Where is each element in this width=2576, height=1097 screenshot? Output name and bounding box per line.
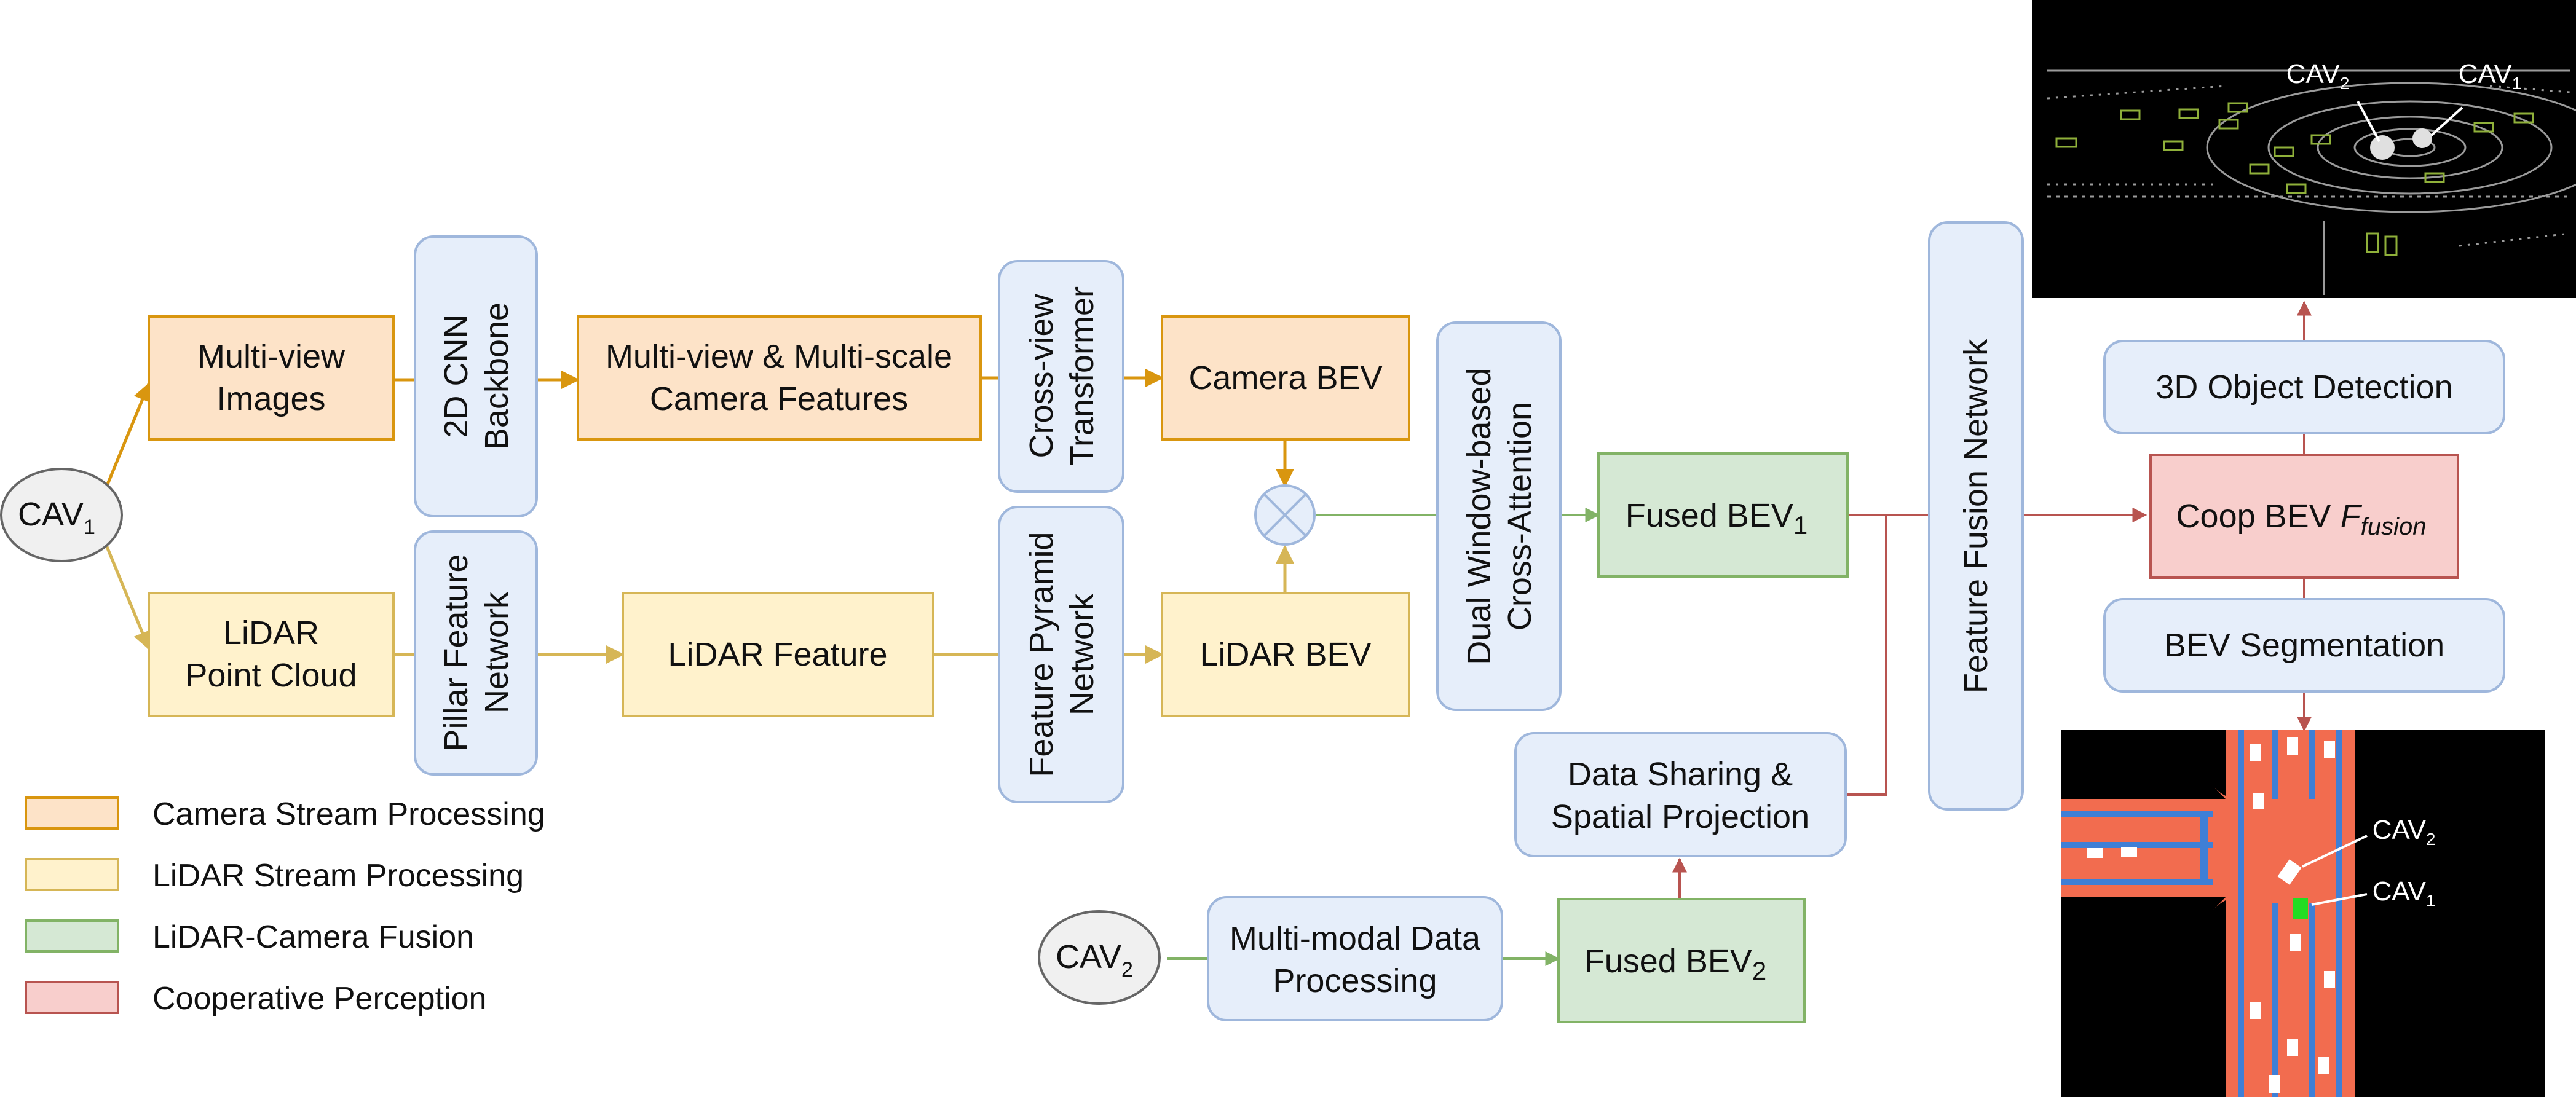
- multiview-images-line2: Images: [216, 380, 325, 417]
- vehicle-masks: [2087, 737, 2335, 1093]
- cross-view-transformer-line2: Transformer: [1064, 286, 1100, 466]
- multiview-images-line1: Multi-view: [197, 338, 346, 375]
- detection-result-image: CAV2 CAV1: [2032, 0, 2576, 298]
- cav1-source-shape: [0, 468, 123, 562]
- object-detection-box: 3D Object Detection: [2103, 340, 2505, 434]
- legend-swatch-camera: [25, 796, 119, 830]
- cav1-mask: [2293, 898, 2308, 919]
- feature-fusion-network-label: Feature Fusion Network: [1958, 339, 1994, 693]
- legend-label-coop: Cooperative Perception: [152, 981, 486, 1016]
- lidar-point-cloud-box: LiDAR Point Cloud: [148, 592, 395, 717]
- cross-view-transformer-line1: Cross-view: [1023, 293, 1060, 458]
- fused-bev2-label: Fused BEV2: [1584, 943, 1767, 985]
- cnn-backbone-line1: 2D CNN: [438, 314, 475, 438]
- legend-swatch-fusion: [25, 919, 119, 953]
- coop-bev-box: Coop BEV Ffusion: [2149, 454, 2459, 579]
- camera-features-box: Multi-view & Multi-scale Camera Features: [577, 315, 982, 441]
- feature-fusion-network-box: Feature Fusion Network: [1928, 221, 2024, 811]
- lidar-point-cloud-line2: Point Cloud: [185, 657, 357, 694]
- cav2-source: CAV2: [1038, 910, 1161, 1005]
- line-data-sharing-to-fusion: [1846, 515, 1887, 796]
- legend-item-coop: Cooperative Perception: [25, 981, 486, 1016]
- camera-bev-box: Camera BEV: [1161, 315, 1410, 441]
- cav2-source-shape: [1038, 910, 1161, 1005]
- multimodal-processing-line1: Multi-modal Data: [1230, 920, 1481, 957]
- legend-swatch-lidar: [25, 858, 119, 891]
- cav1-source-label: CAV1: [18, 496, 95, 539]
- segmentation-result-image: CAV2 CAV1: [2061, 730, 2545, 1097]
- cnn-backbone-box: 2D CNN Backbone: [414, 235, 538, 517]
- coop-bev-label: Coop BEV Ffusion: [2176, 498, 2427, 540]
- multimodal-processing-box: Multi-modal Data Processing: [1207, 896, 1503, 1021]
- cav2-source-label: CAV2: [1056, 938, 1133, 981]
- point-cloud-scan: [2047, 69, 2576, 295]
- pillar-feature-network-line2: Network: [478, 591, 515, 714]
- lidar-point-cloud-line1: LiDAR: [223, 615, 319, 651]
- lidar-bev-label: LiDAR BEV: [1199, 636, 1371, 673]
- segmentation-cav2-label: CAV2: [2373, 815, 2436, 849]
- bev-segmentation-label: BEV Segmentation: [2164, 627, 2444, 664]
- arrow-cav1-to-pointcloud: [104, 543, 151, 650]
- pillar-feature-network-box: Pillar Feature Network: [414, 530, 538, 776]
- road-corner: [2213, 787, 2238, 910]
- lane-markings: [2061, 730, 2342, 1097]
- segmentation-cav1-label: CAV1: [2373, 876, 2436, 910]
- data-sharing-line1: Data Sharing &: [1568, 756, 1793, 793]
- cav-vehicles: [2357, 101, 2463, 160]
- cross-view-transformer-box: Cross-view Transformer: [998, 260, 1124, 493]
- cav1-source: CAV1: [0, 468, 123, 562]
- object-detection-label: 3D Object Detection: [2155, 369, 2452, 406]
- legend-item-fusion: LiDAR-Camera Fusion: [25, 919, 474, 955]
- legend-swatch-coop: [25, 981, 119, 1014]
- feature-pyramid-network-line1: Feature Pyramid: [1023, 532, 1060, 777]
- data-sharing-box: Data Sharing & Spatial Projection: [1514, 732, 1847, 857]
- fused-bev1-box: Fused BEV1: [1597, 452, 1849, 578]
- camera-features-line2: Camera Features: [650, 380, 908, 417]
- detection-cav2-label: CAV2: [2286, 59, 2350, 93]
- cav2-mask: [2277, 859, 2302, 885]
- legend-item-camera: Camera Stream Processing: [25, 796, 545, 832]
- legend-label-camera: Camera Stream Processing: [152, 796, 545, 832]
- legend: Camera Stream Processing LiDAR Stream Pr…: [25, 796, 545, 1016]
- lidar-feature-label: LiDAR Feature: [668, 636, 887, 673]
- fused-bev1-label: Fused BEV1: [1626, 497, 1808, 540]
- multiply-icon: [1263, 493, 1307, 537]
- cnn-backbone-line2: Backbone: [478, 302, 515, 450]
- arrow-cav1-to-images: [104, 382, 151, 489]
- dual-window-attention-box: Dual Window-based Cross-Attention: [1436, 321, 1562, 711]
- lidar-feature-box: LiDAR Feature: [622, 592, 934, 717]
- multimodal-processing-line2: Processing: [1273, 962, 1437, 999]
- legend-label-fusion: LiDAR-Camera Fusion: [152, 919, 474, 955]
- camera-features-line1: Multi-view & Multi-scale: [606, 338, 952, 375]
- fused-bev2-box: Fused BEV2: [1557, 898, 1806, 1023]
- camera-bev-label: Camera BEV: [1188, 360, 1382, 396]
- data-sharing-line2: Spatial Projection: [1551, 798, 1809, 835]
- detection-cav1-label: CAV1: [2459, 59, 2522, 93]
- pillar-feature-network-line1: Pillar Feature: [438, 554, 475, 751]
- fusion-multiply-node: [1254, 484, 1316, 546]
- detection-boxes: [2055, 102, 2534, 256]
- dual-window-attention-line2: Cross-Attention: [1501, 402, 1538, 631]
- legend-item-lidar: LiDAR Stream Processing: [25, 858, 524, 894]
- feature-pyramid-network-box: Feature Pyramid Network: [998, 506, 1124, 803]
- cav2-vehicle: [2370, 135, 2395, 160]
- dual-window-attention-line1: Dual Window-based: [1461, 368, 1498, 664]
- lidar-bev-box: LiDAR BEV: [1161, 592, 1410, 717]
- feature-pyramid-network-line2: Network: [1064, 593, 1100, 715]
- cav1-vehicle: [2412, 128, 2432, 148]
- bev-segmentation-box: BEV Segmentation: [2103, 598, 2505, 693]
- multiview-images-box: Multi-view Images: [148, 315, 395, 441]
- legend-label-lidar: LiDAR Stream Processing: [152, 858, 524, 894]
